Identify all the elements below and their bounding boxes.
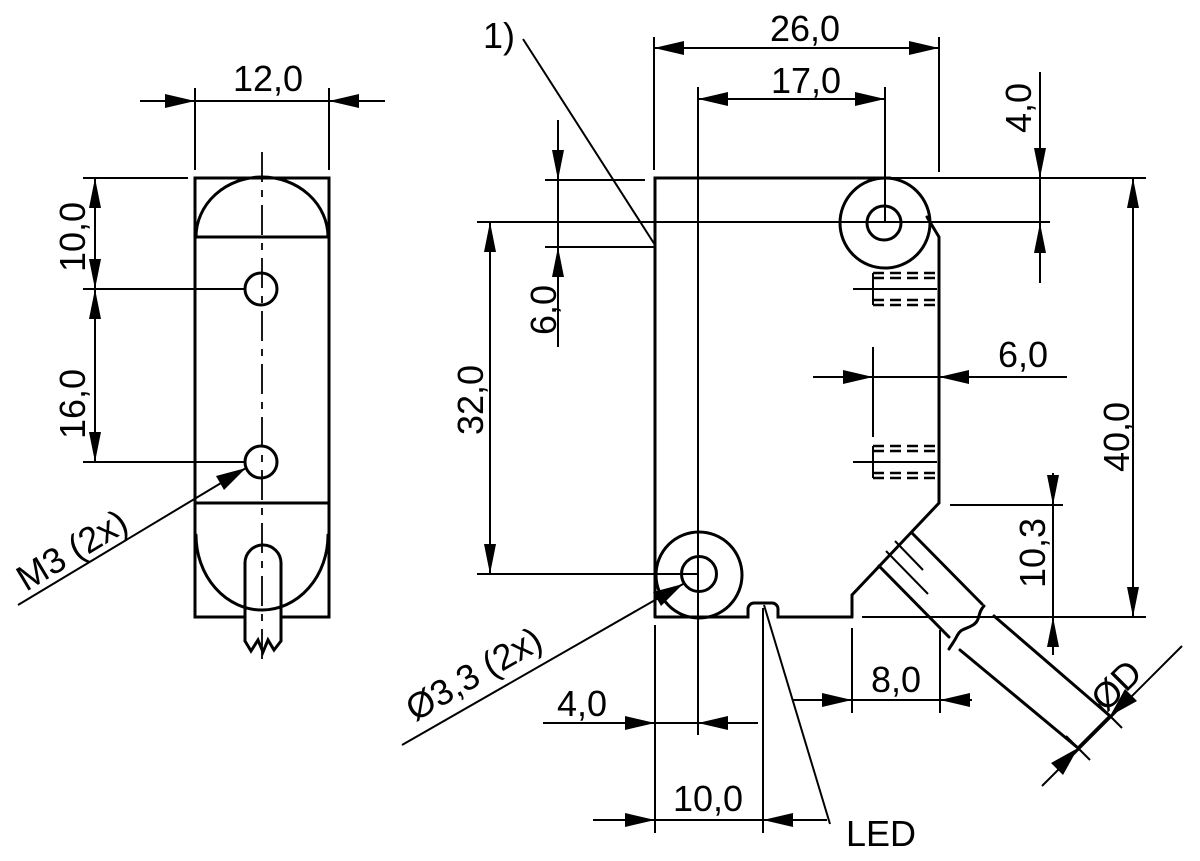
arrowhead: [698, 716, 728, 730]
dim-side-hole-top-offset: 10,0: [52, 177, 245, 462]
dim-front-height-label: 40,0: [1096, 402, 1137, 472]
cable-gland-line: [885, 550, 929, 595]
arrowhead: [329, 94, 359, 108]
arrowhead: [1047, 617, 1059, 647]
label-led: LED: [763, 604, 916, 854]
front-body-bottom-with-led-notch: [653, 601, 854, 619]
arrowhead: [654, 41, 684, 55]
dim-front-cable-corner-width: 8,0: [793, 628, 972, 713]
dim-front-hole-offset-y-top: 4,0: [998, 72, 1046, 283]
arrowhead: [1051, 748, 1078, 775]
reference-note-label: 1): [483, 15, 515, 56]
front-view: 26,0 17,0 4,0 6,0 32,0: [399, 8, 1183, 854]
cable-edge-upper: [992, 614, 1112, 718]
leader-line: [763, 604, 831, 825]
front-cable: [877, 531, 1112, 750]
side-cable-cap: [243, 543, 283, 565]
arrowhead: [909, 41, 939, 55]
arrowhead: [552, 247, 564, 277]
side-hole-lower: [243, 444, 279, 480]
dim-front-cable-corner-height: 10,3: [950, 473, 1063, 655]
dim-cable-diameter: ØD: [1041, 645, 1183, 787]
dim-side-width-label: 12,0: [233, 58, 303, 99]
cable-edge-lower: [958, 648, 1080, 750]
side-cable: [243, 543, 283, 656]
dim-front-thread-depth-label: 6,0: [998, 334, 1048, 375]
arrowhead: [1034, 223, 1046, 253]
arrowhead: [165, 94, 195, 108]
side-view: 12,0 10,0 16,0 M3 (2x): [9, 58, 385, 662]
leader-line: [17, 467, 247, 606]
dim-front-cable-corner-width-label: 8,0: [871, 659, 921, 700]
side-hole-upper: [243, 271, 279, 307]
dim-front-width: 26,0: [653, 8, 940, 172]
dim-front-height: 40,0: [1096, 178, 1139, 617]
dim-front-thread-depth: 6,0: [813, 334, 1067, 437]
label-reference-note: 1): [483, 15, 656, 246]
arrowhead: [484, 544, 496, 574]
arrowhead: [1127, 178, 1139, 208]
arrowhead: [653, 584, 683, 606]
arrowhead: [1110, 689, 1137, 716]
arrowhead: [625, 716, 655, 730]
label-thread-m3: M3 (2x): [9, 467, 247, 606]
thread-label: M3 (2x): [9, 501, 135, 599]
arrowhead: [89, 259, 101, 289]
dim-front-hole-offset-x: 17,0: [698, 60, 885, 106]
arrowhead: [698, 92, 728, 106]
dim-front-beam-axis-offset: 6,0: [523, 120, 654, 347]
arrowhead: [216, 468, 246, 490]
arrowhead: [484, 222, 496, 252]
cable-edge-upper: [910, 531, 984, 606]
dim-front-hole-span-label: 32,0: [450, 365, 491, 435]
dim-front-led-offset-x-label: 10,0: [673, 778, 743, 819]
arrowhead: [89, 432, 101, 462]
arrowhead: [552, 150, 564, 180]
arrowhead: [89, 289, 101, 319]
side-view-body: [193, 152, 331, 662]
arrowhead: [625, 813, 655, 827]
dim-side-width: 12,0: [140, 58, 385, 170]
arrowhead: [940, 693, 970, 707]
front-body-right: [850, 215, 941, 619]
led-label: LED: [846, 813, 916, 854]
front-hidden-thread-hole-lower: [853, 444, 937, 480]
dim-front-hole-span-y: 32,0: [450, 222, 496, 574]
arrowhead: [89, 178, 101, 208]
side-lower-arc: [194, 533, 330, 612]
dim-front-led-offset-x: 10,0: [593, 608, 827, 833]
dim-front-width-label: 26,0: [770, 8, 840, 49]
dim-front-cable-corner-height-label: 10,3: [1012, 518, 1053, 588]
arrowhead: [843, 370, 873, 384]
front-body-left-top: [653, 176, 892, 619]
cable-end-face: [1076, 714, 1112, 750]
side-cable-break: [243, 636, 283, 656]
arrowhead: [855, 92, 885, 106]
arrowhead: [1047, 475, 1059, 505]
cable-edge-lower: [877, 564, 951, 639]
leader-line: [522, 38, 656, 246]
dim-front-hole-offset-x-left-label: 4,0: [557, 683, 607, 724]
dim-side-hole-spacing-label: 16,0: [52, 369, 93, 439]
leader-line: [401, 583, 684, 746]
dim-side-hole-spacing: 16,0: [52, 289, 245, 463]
dim-front-hole-offset-x-left: 4,0: [543, 683, 758, 730]
dim-front-hole-offset-y-label: 4,0: [998, 83, 1039, 133]
dim-front-hole-offset-x-label: 17,0: [771, 60, 841, 101]
dim-side-hole-top-label: 10,0: [52, 202, 93, 272]
arrowhead: [1034, 148, 1046, 178]
cable-gland-line: [894, 540, 924, 571]
arrowhead: [822, 693, 852, 707]
arrowhead: [763, 813, 793, 827]
front-hidden-thread-hole-upper: [853, 271, 937, 307]
cable-break-symbol: [947, 604, 986, 651]
dim-front-beam-axis-label: 6,0: [523, 285, 564, 335]
arrowhead: [939, 370, 969, 384]
arrowhead: [1127, 587, 1139, 617]
cable-diameter-label: ØD: [1083, 651, 1150, 718]
shared-extension-lines: [477, 87, 1146, 833]
